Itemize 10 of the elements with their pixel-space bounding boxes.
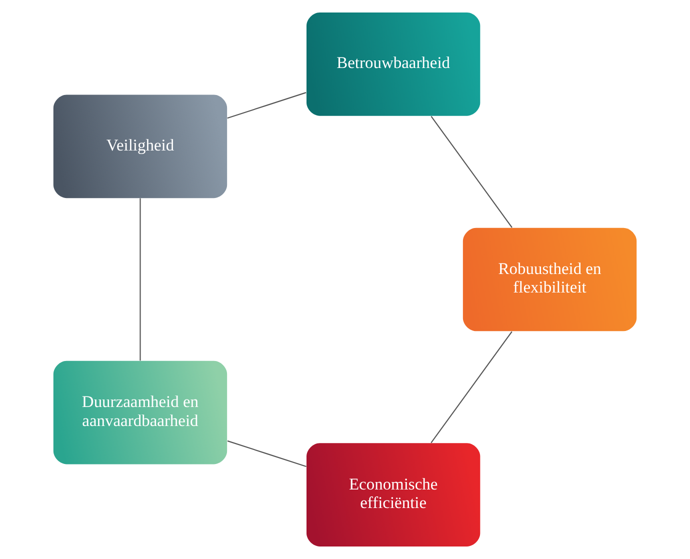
node-box: Veiligheid <box>53 94 228 198</box>
connector <box>227 440 306 468</box>
connector <box>140 198 141 361</box>
node-box: Betrouwbaarheid <box>306 12 480 116</box>
node-box: Duurzaamheid en aanvaardbaarheid <box>53 360 228 464</box>
node-box: Robuustheid en flexibiliteit <box>462 228 637 332</box>
node-box: Economische efficiëntie <box>306 443 480 546</box>
connector <box>430 331 512 444</box>
connector <box>430 116 512 228</box>
connector <box>227 92 306 119</box>
